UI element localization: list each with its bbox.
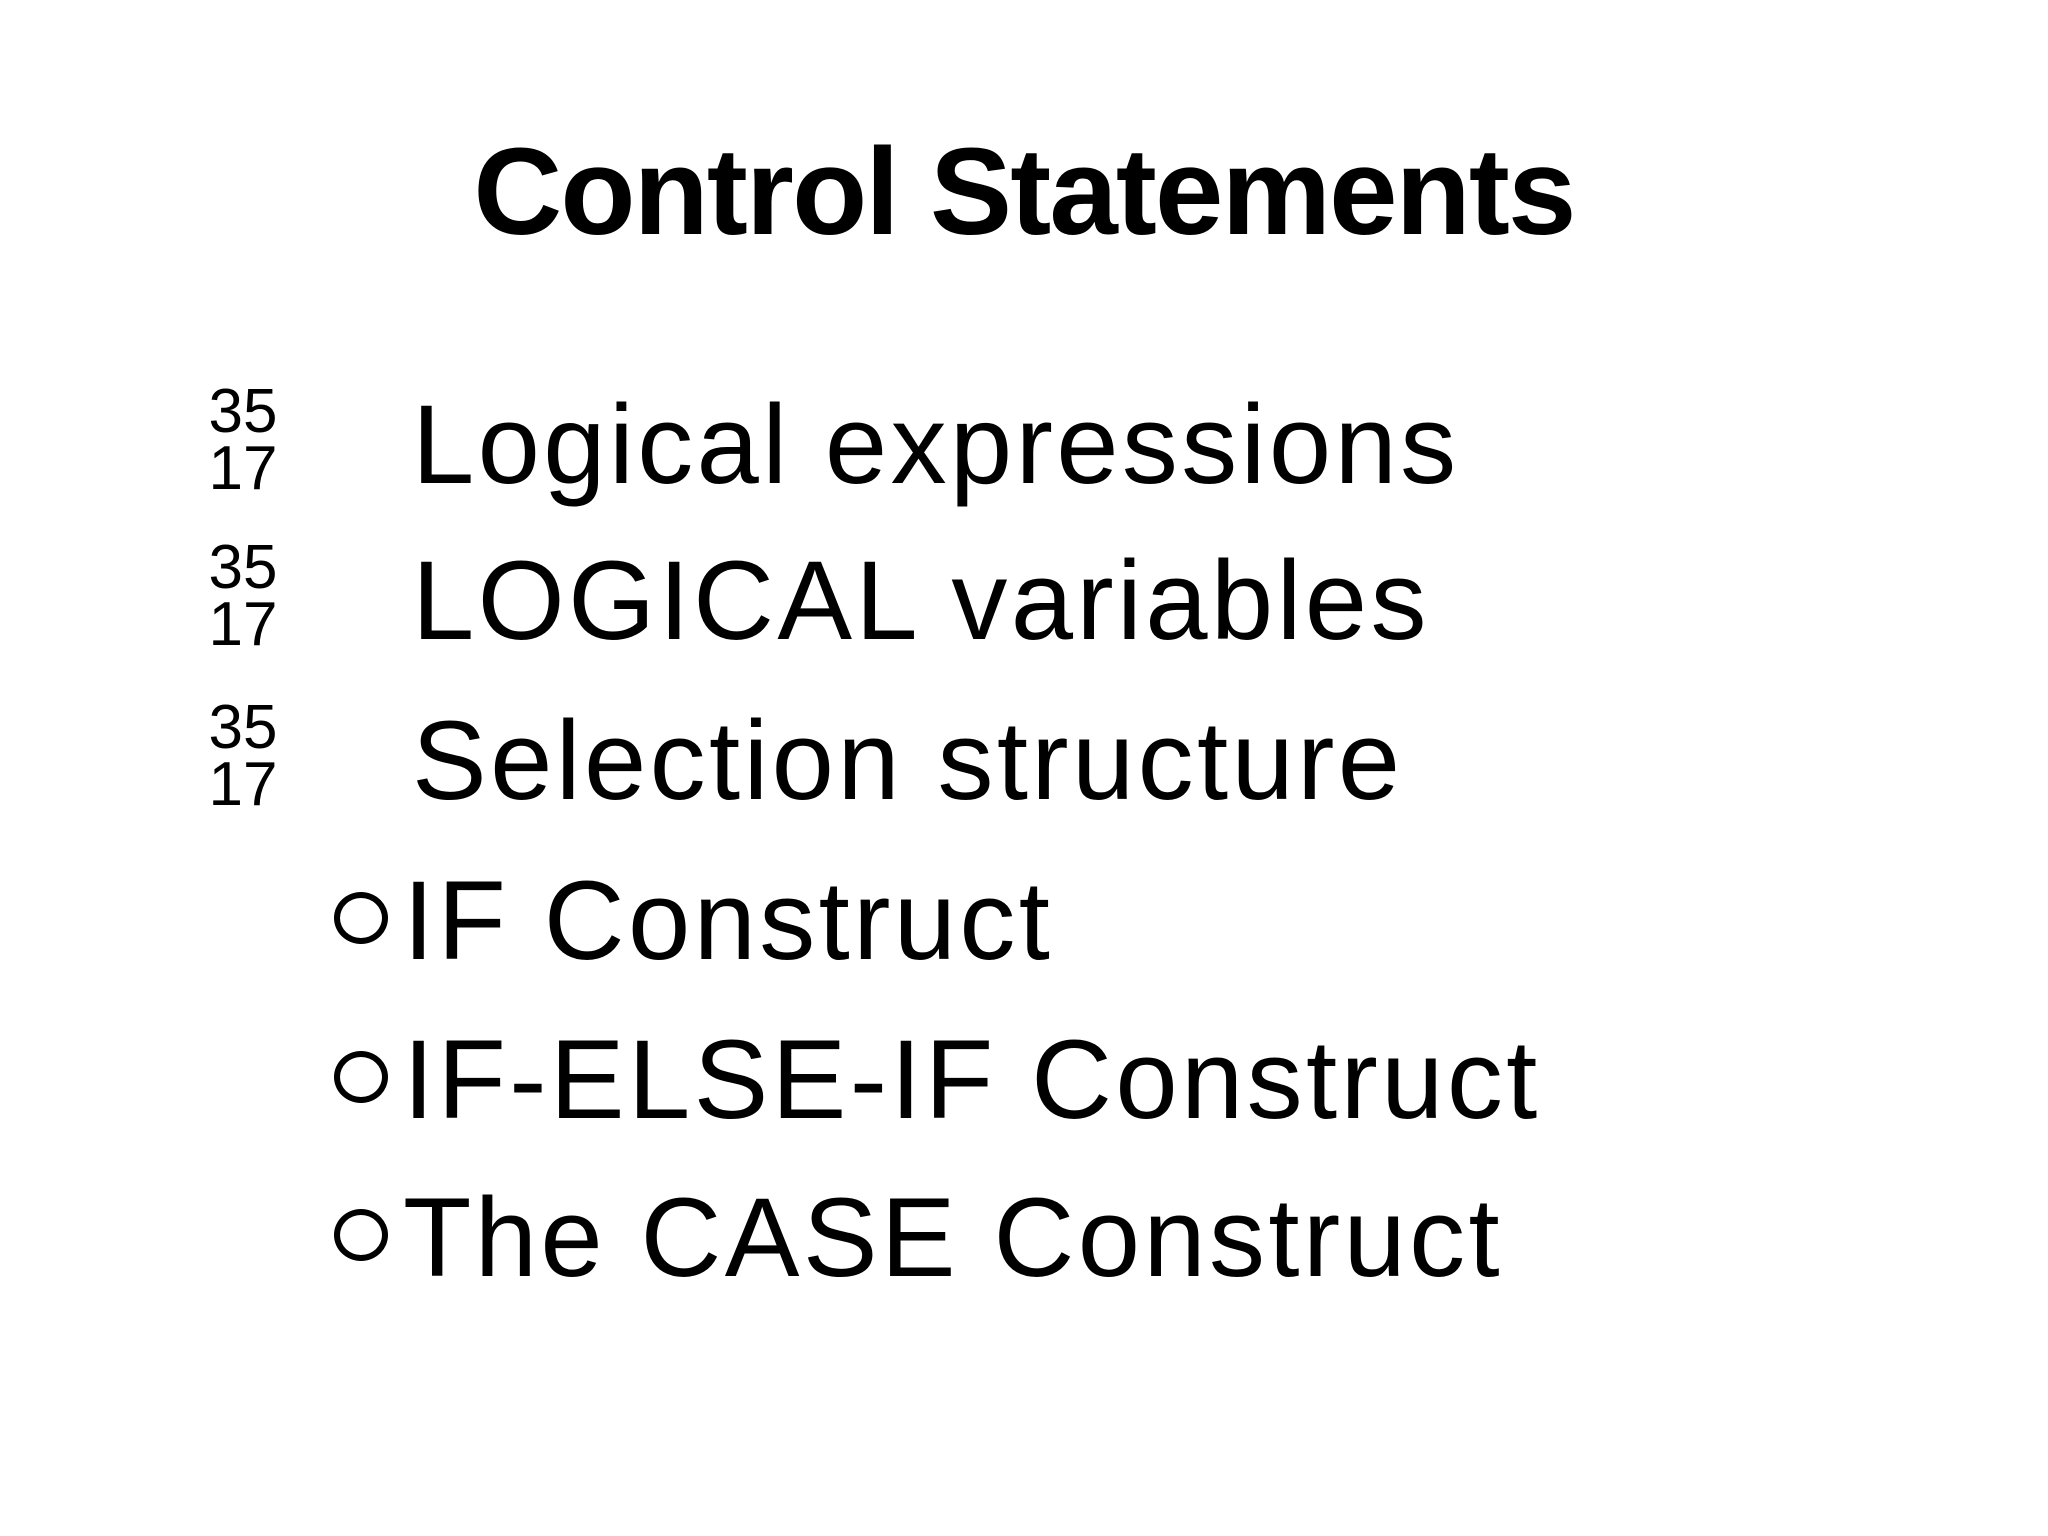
sub-bullet-item: IF-ELSE-IF Construct xyxy=(334,1024,1541,1136)
circle-bullet-icon xyxy=(334,1051,388,1103)
sub-bullet-item: The CASE Construct xyxy=(334,1182,1503,1294)
sub-bullet-text: IF-ELSE-IF Construct xyxy=(403,1017,1541,1142)
circle-bullet-icon xyxy=(334,892,388,944)
broken-bullet-glyph-top: 35 xyxy=(208,377,278,446)
broken-bullet-glyph: 35 17 xyxy=(205,533,281,659)
broken-bullet-glyph-bottom: 17 xyxy=(208,750,278,819)
bullet-item: 35 17 LOGICAL variables xyxy=(205,537,1430,663)
bullet-item: 35 17 Logical expressions xyxy=(205,381,1460,507)
broken-bullet-glyph-top: 35 xyxy=(208,533,278,602)
bullet-item: 35 17 Selection structure xyxy=(205,697,1404,823)
broken-bullet-glyph: 35 17 xyxy=(205,693,281,819)
bullet-text: Selection structure xyxy=(412,698,1404,823)
circle-bullet-icon xyxy=(334,1209,388,1261)
sub-bullet-item: IF Construct xyxy=(334,865,1053,977)
broken-bullet-glyph: 35 17 xyxy=(205,377,281,503)
bullet-text: LOGICAL variables xyxy=(412,538,1430,663)
sub-bullet-text: IF Construct xyxy=(403,858,1054,983)
slide-title: Control Statements xyxy=(473,124,1576,261)
bullet-text: Logical expressions xyxy=(412,382,1460,507)
broken-bullet-glyph-bottom: 17 xyxy=(208,590,278,659)
broken-bullet-glyph-top: 35 xyxy=(208,693,278,762)
broken-bullet-glyph-bottom: 17 xyxy=(208,434,278,503)
sub-bullet-text: The CASE Construct xyxy=(403,1175,1503,1300)
